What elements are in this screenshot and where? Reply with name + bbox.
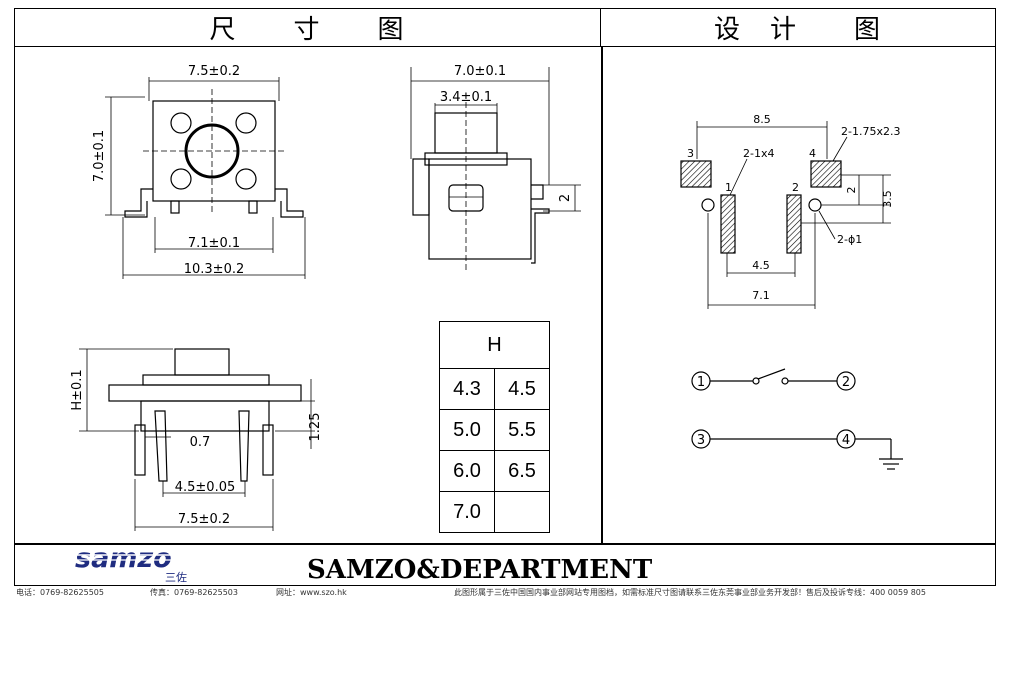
standoff-label: 1.25 [308,413,323,442]
big-pad-label: 2-1.75x2.3 [841,125,900,138]
dim-71-label: 7.1 [752,289,770,302]
sch-pin-4: 4 [842,433,850,448]
footer-fax: 传真：0769-82625503 [150,588,238,597]
dim-45-label: 4.5 [752,259,770,272]
technical-drawing: 7.5±0.2 7.0±0.1 7.1±0.1 10.3±0.2 7.0±0.1 [70,64,903,584]
total-width-label: 10.3±0.2 [184,262,245,277]
footer-divider [15,543,995,545]
h-cell: 7.0 [439,491,495,533]
sch-pin-1: 1 [697,375,705,390]
front-width-label: 7.5±0.2 [178,512,230,527]
samzo-logo: samzo 三佐 [75,543,205,584]
design-drawing-header: 设 计 图 [601,9,995,47]
panel-divider [601,47,603,545]
dim-2-label: 2 [845,187,858,194]
side-view: 7.0±0.1 3.4±0.1 2 [410,64,581,271]
sch-pin-2: 2 [842,375,850,390]
pin-4-label: 4 [809,147,816,160]
h-table-header: H [439,321,550,369]
h-cell: 4.5 [494,368,550,410]
h-cell: 5.0 [439,409,495,451]
side-offset-label: 2 [558,194,573,202]
pin-pitch-label: 4.5±0.05 [175,480,236,495]
drawing-sheet: 尺 寸 图 设 计 图 7.5±0.2 7.0±0.1 7.1±0.1 [14,8,996,586]
switch-schematic: 1 2 3 4 [691,368,903,470]
logo-text: samzo [75,543,172,574]
dimension-drawing-header: 尺 寸 图 [15,9,601,47]
logo-cn: 三佐 [165,570,187,584]
footer-website: 网址：www.szo.hk [276,588,347,597]
gap-label: 0.7 [190,435,211,450]
h-cell: 4.3 [439,368,495,410]
dim-35-label: 3.5 [881,190,894,208]
span-label: 8.5 [753,113,771,126]
h-cell [494,491,550,533]
side-width-label: 7.0±0.1 [454,64,506,79]
h-cell: 6.5 [494,450,550,492]
footer-note: 此图形属于三佐中国国内事业部网站专用图档，如需标准尺寸图请联系三佐东莞事业部业务… [454,588,926,597]
footer-phone: 电话：0769-82625505 [16,588,104,597]
leg-span-label: 7.1±0.1 [188,236,240,251]
top-width-label: 7.5±0.2 [188,64,240,79]
front-view: H±0.1 1.25 0.7 4.5±0.05 7.5±0.2 [70,348,323,531]
pin-2-label: 2 [792,181,799,194]
land-pattern: 8.5 2-1.75x2.3 2-1x4 2-ϕ1 2 3.5 4.5 7.1 … [680,113,900,309]
height-h-label: H±0.1 [70,369,85,410]
h-cell: 6.0 [439,450,495,492]
brand-name: SAMZO&DEPARTMENT [307,555,653,585]
h-cell: 5.5 [494,409,550,451]
small-pad-label: 2-1x4 [743,147,774,160]
sch-pin-3: 3 [697,433,705,448]
hole-label: 2-ϕ1 [837,233,862,246]
pin-1-label: 1 [725,181,732,194]
top-height-label: 7.0±0.1 [92,130,107,182]
pin-3-label: 3 [687,147,694,160]
top-view: 7.5±0.2 7.0±0.1 7.1±0.1 10.3±0.2 [92,64,306,279]
cap-width-label: 3.4±0.1 [440,90,492,105]
